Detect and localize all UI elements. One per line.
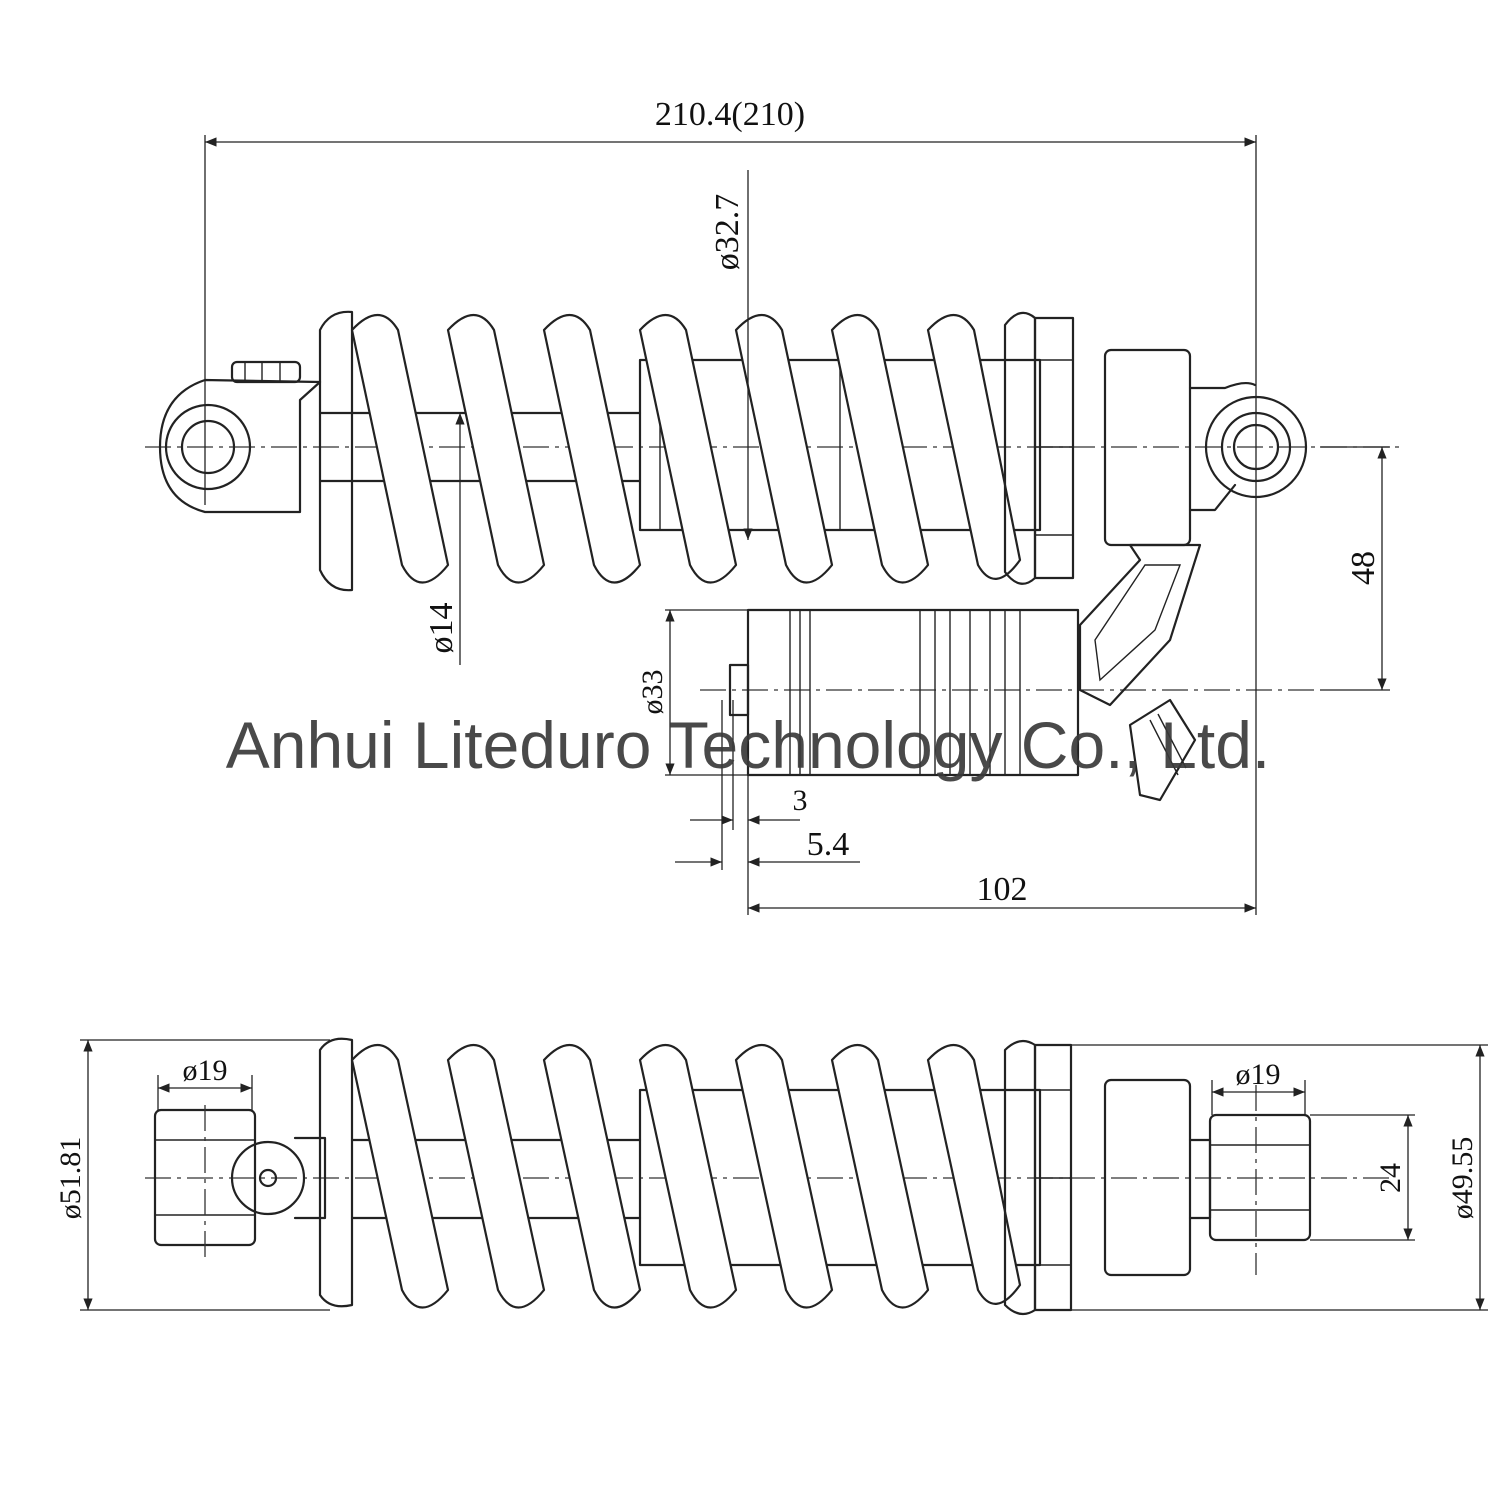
dim-shaft-diameter: ø14 [423,413,465,665]
dim-reservoir-offset: 48 [1320,446,1390,691]
dim-text-cap-b: 5.4 [807,826,850,863]
dim-text-reservoir-length: 102 [977,871,1028,908]
dim-text-spring-diameter: ø32.7 [709,194,746,271]
dim-text-cap-a: 3 [793,784,808,817]
coil-spring [350,314,1022,584]
dim-cap: 3 5.4 [675,700,860,915]
dim-overall-length: 210.4(210) [204,96,1257,915]
left-eye-mount [158,360,322,514]
dim-text-reservoir-diameter: ø33 [636,670,669,715]
dim-text-eye-width: 24 [1374,1163,1407,1193]
bottom-preload-collar [1003,1039,1073,1316]
dim-reservoir-length: 102 [748,871,1256,913]
dim-right-diameter: ø49.55 [1071,1044,1488,1311]
dim-left-diameter: ø51.81 [54,1039,330,1311]
dim-text-left-eye-width: ø19 [183,1054,228,1087]
spring-seat-left [318,310,354,592]
company-watermark: Anhui Liteduro Technology Co., Ltd. [226,708,1271,782]
top-view: 210.4(210) ø32.7 ø14 48 ø33 [145,96,1400,915]
bottom-spring-seat-left [318,1037,354,1308]
dim-reservoir-diameter: ø33 [636,609,748,776]
bottom-coil-spring [350,1044,1022,1309]
compression-adjuster [1128,698,1197,802]
dim-text-right-eye-width: ø19 [1236,1058,1281,1091]
dim-text-overall-length: 210.4(210) [655,96,805,133]
dim-eye-width-24: 24 [1310,1114,1415,1241]
bottom-view: ø51.81 ø19 ø19 24 ø49.55 [54,1037,1488,1316]
dim-text-shaft-diameter: ø14 [423,603,460,654]
preload-collar [1003,311,1075,585]
dim-spring-diameter: ø32.7 [709,170,753,540]
dim-left-eye-width: ø19 [157,1054,253,1110]
reservoir [728,608,1080,777]
bottom-right-eye [1103,1078,1312,1277]
dim-text-reservoir-offset: 48 [1345,551,1382,585]
dim-right-eye-width: ø19 [1211,1058,1306,1115]
reservoir-connector [1078,543,1202,707]
bottom-left-eye [153,1105,327,1260]
dim-text-right-diameter: ø49.55 [1446,1137,1479,1220]
dim-text-left-diameter: ø51.81 [54,1137,87,1220]
